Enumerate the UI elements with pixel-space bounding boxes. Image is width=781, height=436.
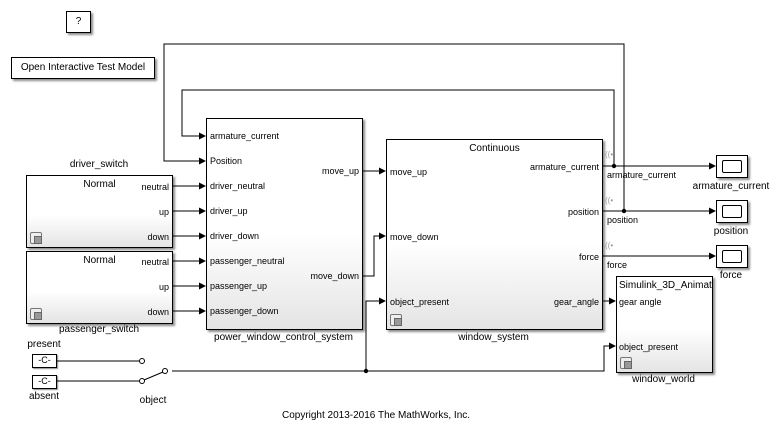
wire-position-feedback: [163, 43, 625, 211]
control-in-passenger-neutral: passenger_neutral: [210, 256, 285, 266]
constant-present[interactable]: -C-: [32, 354, 57, 368]
control-system-label: power_window_control_system: [214, 332, 353, 343]
window-out-armature-current: armature_current: [529, 162, 599, 172]
wire-armature-feedback: [181, 89, 615, 166]
window-system-label: window_system: [458, 332, 529, 343]
window-out-force: force: [578, 252, 599, 262]
signal-label-armature-current: armature_current: [607, 170, 677, 180]
scope-position[interactable]: [716, 200, 748, 223]
signal-label-position: position: [607, 215, 639, 225]
manual-switch-label: object: [139, 395, 167, 406]
help-button[interactable]: ?: [66, 11, 91, 33]
scope-label-armature-current: armature_current: [692, 181, 770, 192]
signal-label-force: force: [607, 260, 628, 270]
wire-object: [172, 342, 616, 372]
control-in-passenger-down: passenger_down: [210, 306, 279, 316]
driver-port-down: down: [147, 232, 169, 242]
window-world-label: window_world: [632, 374, 695, 385]
signal-logging-icon: ((•: [605, 241, 614, 250]
window-in-object-present: object_present: [390, 297, 450, 307]
scope-armature-current[interactable]: [716, 155, 748, 178]
subsystem-badge-icon: [390, 314, 402, 326]
passenger-port-up: up: [158, 282, 169, 292]
driver-switch-block[interactable]: Normal neutral up down: [26, 175, 173, 248]
passenger-switch-mode: Normal: [83, 255, 116, 266]
window-in-move-up: move_up: [390, 167, 428, 177]
window-system-mode: Continuous: [469, 143, 520, 154]
wire-move-down: [362, 232, 386, 277]
control-in-passenger-up: passenger_up: [210, 281, 268, 291]
manual-switch-icon: [139, 358, 168, 384]
passenger-port-neutral: neutral: [141, 257, 169, 267]
wire-object-present: [365, 297, 386, 371]
subsystem-badge-icon: [30, 308, 42, 320]
window-out-position: position: [567, 207, 599, 217]
control-in-armature-current: armature_current: [210, 131, 280, 141]
driver-port-up: up: [158, 207, 169, 217]
window-world-in-object-present: object_present: [619, 342, 679, 352]
signal-logging-icon: ((•: [605, 196, 614, 205]
control-system-block[interactable]: armature_current Position driver_neutral…: [206, 118, 363, 330]
passenger-switch-block[interactable]: Normal neutral up down: [26, 251, 173, 324]
control-in-driver-down: driver_down: [210, 231, 260, 241]
window-system-block[interactable]: Continuous move_up move_down object_pres…: [386, 139, 603, 330]
scope-label-force: force: [719, 270, 743, 281]
subsystem-badge-icon: [620, 357, 632, 369]
open-test-model-button[interactable]: Open Interactive Test Model: [11, 57, 155, 79]
subsystem-badge-icon: [30, 232, 42, 244]
window-in-move-down: move_down: [390, 232, 439, 242]
driver-switch-mode: Normal: [83, 179, 116, 190]
copyright-text: Copyright 2013-2016 The MathWorks, Inc.: [281, 410, 471, 421]
window-out-gear-angle: gear_angle: [553, 297, 599, 307]
passenger-port-down: down: [147, 307, 169, 317]
constant-absent[interactable]: -C-: [32, 375, 57, 389]
scope-force[interactable]: [716, 245, 748, 268]
signal-logging-icon: ((•: [605, 150, 614, 159]
driver-switch-label: driver_switch: [69, 159, 129, 170]
absent-label: absent: [28, 391, 60, 402]
window-world-title: Simulink_3D_Animat: [619, 280, 712, 291]
window-world-block[interactable]: Simulink_3D_Animat gear angle object_pre…: [616, 276, 713, 373]
control-out-move-down: move_down: [310, 271, 359, 281]
passenger-switch-label: passenger_switch: [58, 324, 140, 335]
control-in-driver-neutral: driver_neutral: [210, 181, 266, 191]
scope-label-position: position: [713, 226, 749, 237]
control-in-driver-up: driver_up: [210, 206, 248, 216]
window-world-in-gear-angle: gear angle: [619, 297, 662, 307]
control-out-move-up: move_up: [321, 166, 359, 176]
present-label: present: [27, 339, 61, 350]
control-in-position: Position: [210, 156, 243, 166]
driver-port-neutral: neutral: [141, 182, 169, 192]
